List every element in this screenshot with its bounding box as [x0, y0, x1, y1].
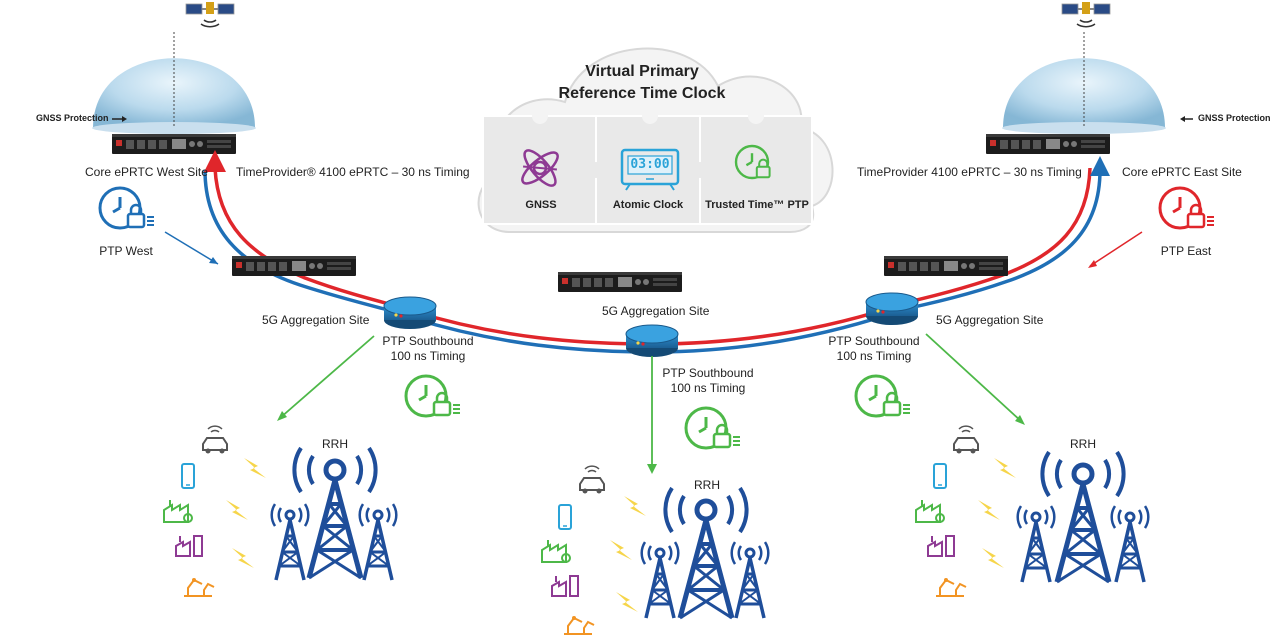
southbound-right-line1: PTP Southbound: [828, 334, 920, 348]
factory-icon: [541, 539, 571, 563]
puzzle-piece-gnss: [482, 115, 597, 225]
green-arrow-right: [925, 333, 1023, 423]
ptp-east-arrow: [1089, 231, 1143, 267]
cloud-title-line1: Virtual Primary: [585, 63, 699, 80]
aggregation-center-label: 5G Aggregation Site: [602, 304, 710, 318]
rrh-left-label: RRH: [322, 437, 348, 451]
ptp-southbound-right-icon: [854, 374, 912, 418]
robot-arm-icon: [563, 615, 595, 635]
ptp-southbound-left-icon: [404, 374, 462, 418]
car-icon: [579, 465, 605, 495]
endpoint-icons-left: [163, 425, 228, 597]
car-icon: [953, 425, 979, 455]
cloud-label-gnss: GNSS: [525, 199, 557, 211]
gnss-protection-west-label: GNSS Protection: [36, 113, 109, 123]
robot-arm-icon: [183, 577, 215, 597]
cloud-label-trusted-time: Trusted Time™ PTP: [705, 199, 809, 211]
east-site-label: Core ePRTC East Site: [1122, 165, 1242, 179]
factory-icon: [163, 499, 193, 523]
factory-icon: [927, 535, 955, 557]
east-device-label: TimeProvider 4100 ePRTC – 30 ns Timing: [857, 165, 1082, 179]
ptp-west-label: PTP West: [99, 244, 153, 258]
aggregation-left-label: 5G Aggregation Site: [262, 313, 370, 327]
phone-icon: [181, 463, 195, 489]
west-site-label: Core ePRTC West Site: [85, 165, 208, 179]
rrh-tower-left: [269, 448, 399, 582]
aggregation-right-chassis: [884, 256, 1008, 276]
southbound-left-line1: PTP Southbound: [382, 334, 474, 348]
dome-west: [92, 32, 256, 134]
atomic-clock-icon: [620, 148, 680, 191]
southbound-left-line2: 100 ns Timing: [390, 349, 466, 363]
cloud-label-atomic-clock: Atomic Clock: [612, 199, 684, 211]
factory-icon: [551, 575, 579, 597]
ptp-node-center: [625, 324, 679, 358]
rrh-tower-right: [1015, 452, 1151, 582]
atomic-clock-display: 03:00: [630, 157, 670, 172]
endpoint-icons-right: [915, 425, 979, 597]
southbound-center-line2: 100 ns Timing: [670, 381, 746, 395]
ptp-southbound-center-icon: [684, 406, 742, 450]
blue-arrow-east: [1090, 156, 1110, 176]
endpoint-icons-center: [541, 465, 605, 635]
gnss-protection-east-label: GNSS Protection: [1198, 113, 1271, 123]
southbound-right-line2: 100 ns Timing: [836, 349, 912, 363]
phone-icon: [558, 504, 572, 530]
rrh-center-label: RRH: [694, 478, 720, 492]
cloud-title-line2: Reference Time Clock: [558, 85, 726, 102]
factory-icon: [175, 535, 203, 557]
phone-icon: [933, 463, 947, 489]
timeprovider-east-chassis: [986, 134, 1110, 154]
satellite-icon: [521, 149, 559, 187]
ptp-west-icon: [98, 186, 156, 230]
rrh-tower-center: [639, 488, 771, 618]
ptp-east-label: PTP East: [1160, 244, 1212, 258]
car-icon: [202, 425, 228, 455]
timeprovider-west-chassis: [112, 134, 236, 154]
robot-arm-icon: [935, 577, 967, 597]
green-arrow-left: [279, 335, 375, 419]
satellite-west-icon: [185, 1, 235, 28]
aggregation-center-chassis: [558, 272, 682, 292]
dome-east: [1002, 32, 1166, 134]
west-device-label: TimeProvider® 4100 ePRTC – 30 ns Timing: [236, 165, 470, 179]
factory-icon: [915, 499, 945, 523]
aggregation-right-label: 5G Aggregation Site: [936, 313, 1044, 327]
red-arrow-west: [204, 150, 226, 172]
ptp-west-arrow: [164, 231, 219, 265]
lightning-bolts: [226, 458, 1016, 612]
aggregation-left-chassis: [232, 256, 356, 276]
clock-lock-icon: [734, 144, 771, 180]
satellite-east-icon: [1061, 1, 1111, 28]
ptp-node-left: [383, 296, 437, 330]
ptp-east-icon: [1158, 186, 1216, 230]
southbound-center-line1: PTP Southbound: [662, 366, 754, 380]
ptp-node-right: [865, 292, 919, 326]
rrh-right-label: RRH: [1070, 437, 1096, 451]
